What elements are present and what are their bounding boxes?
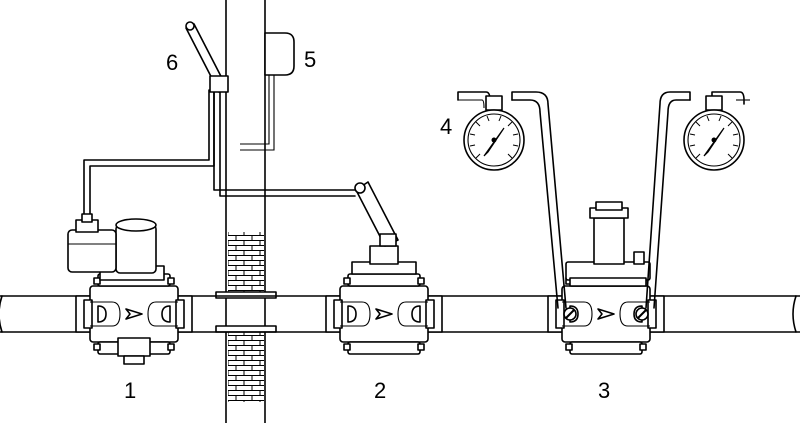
- lever-valve-2: [325, 181, 443, 355]
- callout-3: 3: [598, 378, 610, 403]
- signal-box-5: [264, 32, 295, 76]
- callout-2: 2: [374, 378, 386, 403]
- pressure-regulator-3: [547, 201, 665, 355]
- callout-1: 1: [124, 378, 136, 403]
- solenoid-valve-1: [67, 213, 193, 365]
- callout-6: 6: [166, 50, 178, 75]
- pressure-gauge-outlet: [683, 95, 745, 171]
- callout-4: 4: [440, 114, 452, 139]
- impulse-lines: [83, 75, 356, 221]
- callout-5: 5: [304, 47, 316, 72]
- pressure-gauge-inlet: [463, 95, 525, 171]
- lever-6: [185, 21, 229, 93]
- gauge-tubes: [457, 91, 750, 309]
